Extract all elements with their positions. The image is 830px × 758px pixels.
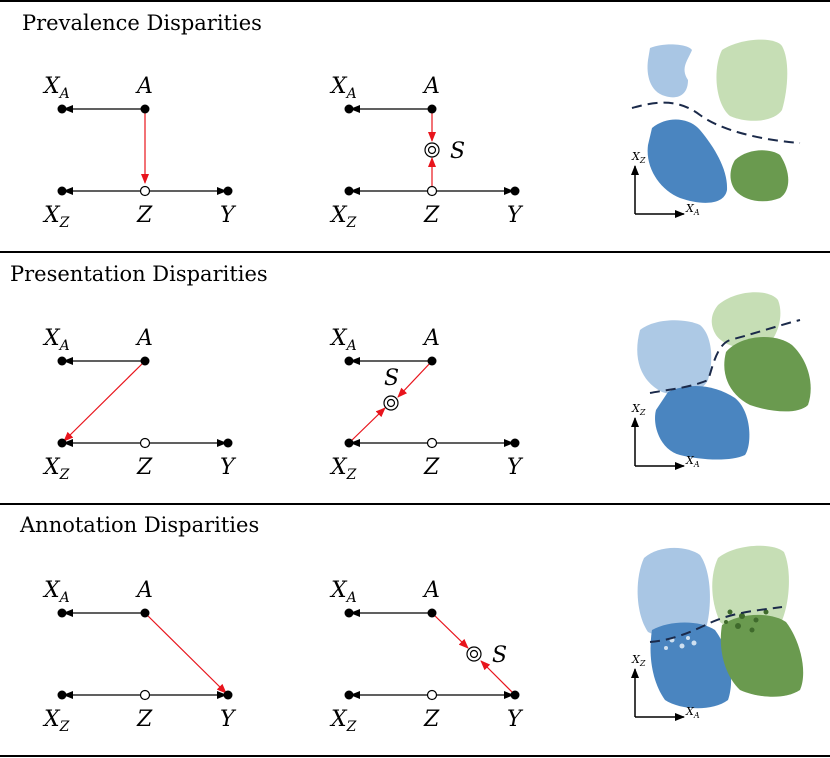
svg-text:XA: XA	[685, 454, 700, 469]
svg-text:Z: Z	[136, 455, 153, 480]
svg-text:XZ: XZ	[42, 455, 70, 483]
svg-text:Y: Y	[220, 455, 237, 480]
svg-text:Z: Z	[423, 203, 440, 228]
label-a: A	[135, 74, 153, 99]
embedding-plot-prevalence: XZ XA	[631, 39, 801, 218]
svg-text:S: S	[492, 643, 507, 668]
svg-text:Y: Y	[507, 203, 524, 228]
svg-text:Y: Y	[507, 707, 524, 732]
node-z	[139, 185, 151, 197]
svg-text:XA: XA	[329, 578, 357, 606]
svg-text:A: A	[135, 578, 153, 603]
svg-text:XZ: XZ	[631, 402, 646, 417]
label-z: Z	[136, 203, 153, 228]
section-title-annotation: Annotation Disparities	[19, 513, 259, 537]
svg-text:Y: Y	[507, 455, 524, 480]
svg-text:XA: XA	[685, 202, 700, 217]
graph-prevalence-1: XA A XZ Z Y	[42, 74, 237, 231]
svg-text:XZ: XZ	[329, 455, 357, 483]
graph-annotation-2: XA A S XZ Z Y	[329, 578, 524, 735]
embedding-plot-annotation: XZ XA	[631, 545, 804, 721]
svg-text:Z: Z	[423, 455, 440, 480]
section-title-prevalence: Prevalence Disparities	[22, 11, 262, 35]
node-a	[140, 104, 150, 114]
svg-text:XZ: XZ	[631, 150, 646, 165]
svg-text:XA: XA	[42, 578, 70, 606]
node-y	[223, 186, 233, 196]
svg-text:A: A	[422, 74, 440, 99]
label-xa: XA	[42, 74, 70, 102]
svg-text:A: A	[135, 326, 153, 351]
svg-text:XA: XA	[42, 326, 70, 354]
svg-text:Z: Z	[423, 707, 440, 732]
svg-text:XZ: XZ	[631, 653, 646, 668]
svg-text:XZ: XZ	[329, 203, 357, 231]
node-xz	[57, 186, 67, 196]
svg-text:XZ: XZ	[329, 707, 357, 735]
label-y: Y	[220, 203, 237, 228]
blob-dark-blue	[647, 119, 728, 203]
graph-prevalence-2: XA A S XZ Z Y	[329, 74, 524, 231]
embedding-plot-presentation: XZ XA	[631, 292, 811, 470]
svg-text:A: A	[422, 326, 440, 351]
graph-presentation-1: XA A XZ Z Y	[42, 326, 237, 483]
blob-light-green	[716, 39, 788, 121]
blob-dark-green	[730, 150, 789, 202]
decision-boundary	[631, 101, 801, 144]
graph-presentation-2: XA A S XZ Z Y	[329, 326, 524, 483]
svg-text:XA: XA	[685, 705, 700, 720]
blob-light-blue	[647, 44, 692, 98]
section-title-presentation: Presentation Disparities	[10, 262, 268, 286]
svg-text:XA: XA	[329, 326, 357, 354]
svg-text:A: A	[422, 578, 440, 603]
graph-annotation-1: XA A XZ Z Y	[42, 578, 237, 735]
svg-text:XA: XA	[329, 74, 357, 102]
svg-text:S: S	[384, 366, 399, 391]
label-xz: XZ	[42, 203, 70, 231]
label-s: S	[450, 139, 465, 164]
svg-text:XZ: XZ	[42, 707, 70, 735]
node-xa	[57, 104, 67, 114]
svg-text:Y: Y	[220, 707, 237, 732]
svg-text:Z: Z	[136, 707, 153, 732]
